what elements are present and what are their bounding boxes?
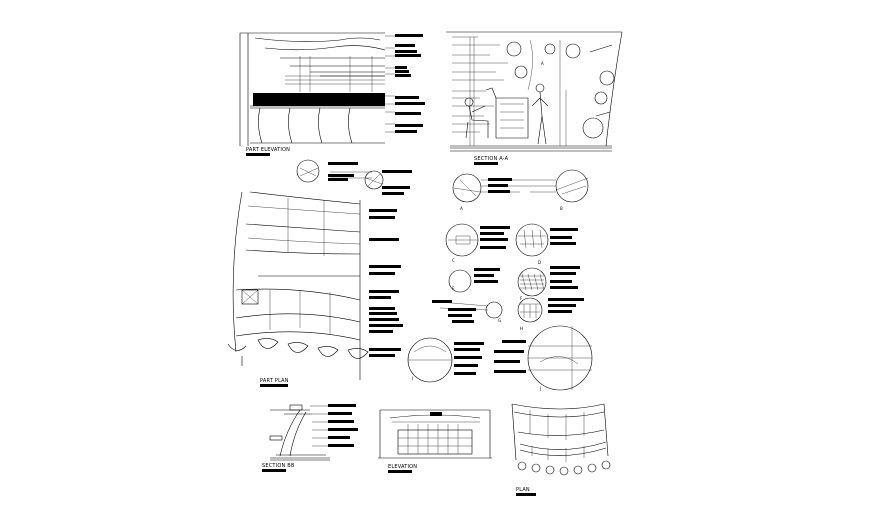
part-elevation-leaders <box>385 34 425 133</box>
detail-marker-f: F <box>520 296 523 301</box>
stools-row <box>227 338 369 359</box>
part-plan-view: PART PLAN <box>227 159 403 387</box>
part-elevation-view: PART ELEVATION <box>239 32 425 156</box>
section-aa-title: SECTION A-A <box>474 156 509 162</box>
detail-d-circle <box>515 223 549 257</box>
detail-b-circle <box>555 169 589 203</box>
detail-marker-g: G <box>498 318 501 323</box>
elevation-view: ELEVATION <box>378 409 492 473</box>
plan-stools <box>517 460 611 476</box>
section-bb-title: SECTION BB <box>262 463 295 469</box>
detail-e-circle <box>448 269 472 293</box>
detail-marker-h: H <box>520 326 523 331</box>
detail-marker-e: E <box>452 286 455 291</box>
detail-marker-i: I <box>412 376 413 381</box>
part-plan-leaders <box>328 162 403 357</box>
detail-marker-b: B <box>560 206 563 211</box>
section-aa-view: A SECTION A-A <box>446 31 623 165</box>
section-bb-view: SECTION BB <box>262 404 358 472</box>
part-plan-title: PART PLAN <box>260 378 289 384</box>
detail-marker-a: A <box>460 206 463 211</box>
part-elevation-title: PART ELEVATION <box>246 147 290 153</box>
detail-marker-d: D <box>538 260 541 265</box>
detail-g-circle <box>485 301 503 319</box>
detail-callouts: A B C D E F <box>364 169 593 391</box>
elevation-title: ELEVATION <box>388 464 417 470</box>
plan-title: PLAN <box>516 487 530 493</box>
plan-view: PLAN <box>511 403 611 496</box>
detail-marker-a-top: A <box>541 61 544 66</box>
seated-figure <box>464 97 489 139</box>
standing-figure <box>531 83 549 145</box>
detail-f-circle <box>517 267 547 297</box>
detail-marker-c: C <box>452 258 455 263</box>
detail-marker-j: J <box>539 386 541 391</box>
detail-h-circle <box>517 297 543 323</box>
detail-a-circle <box>452 173 482 203</box>
